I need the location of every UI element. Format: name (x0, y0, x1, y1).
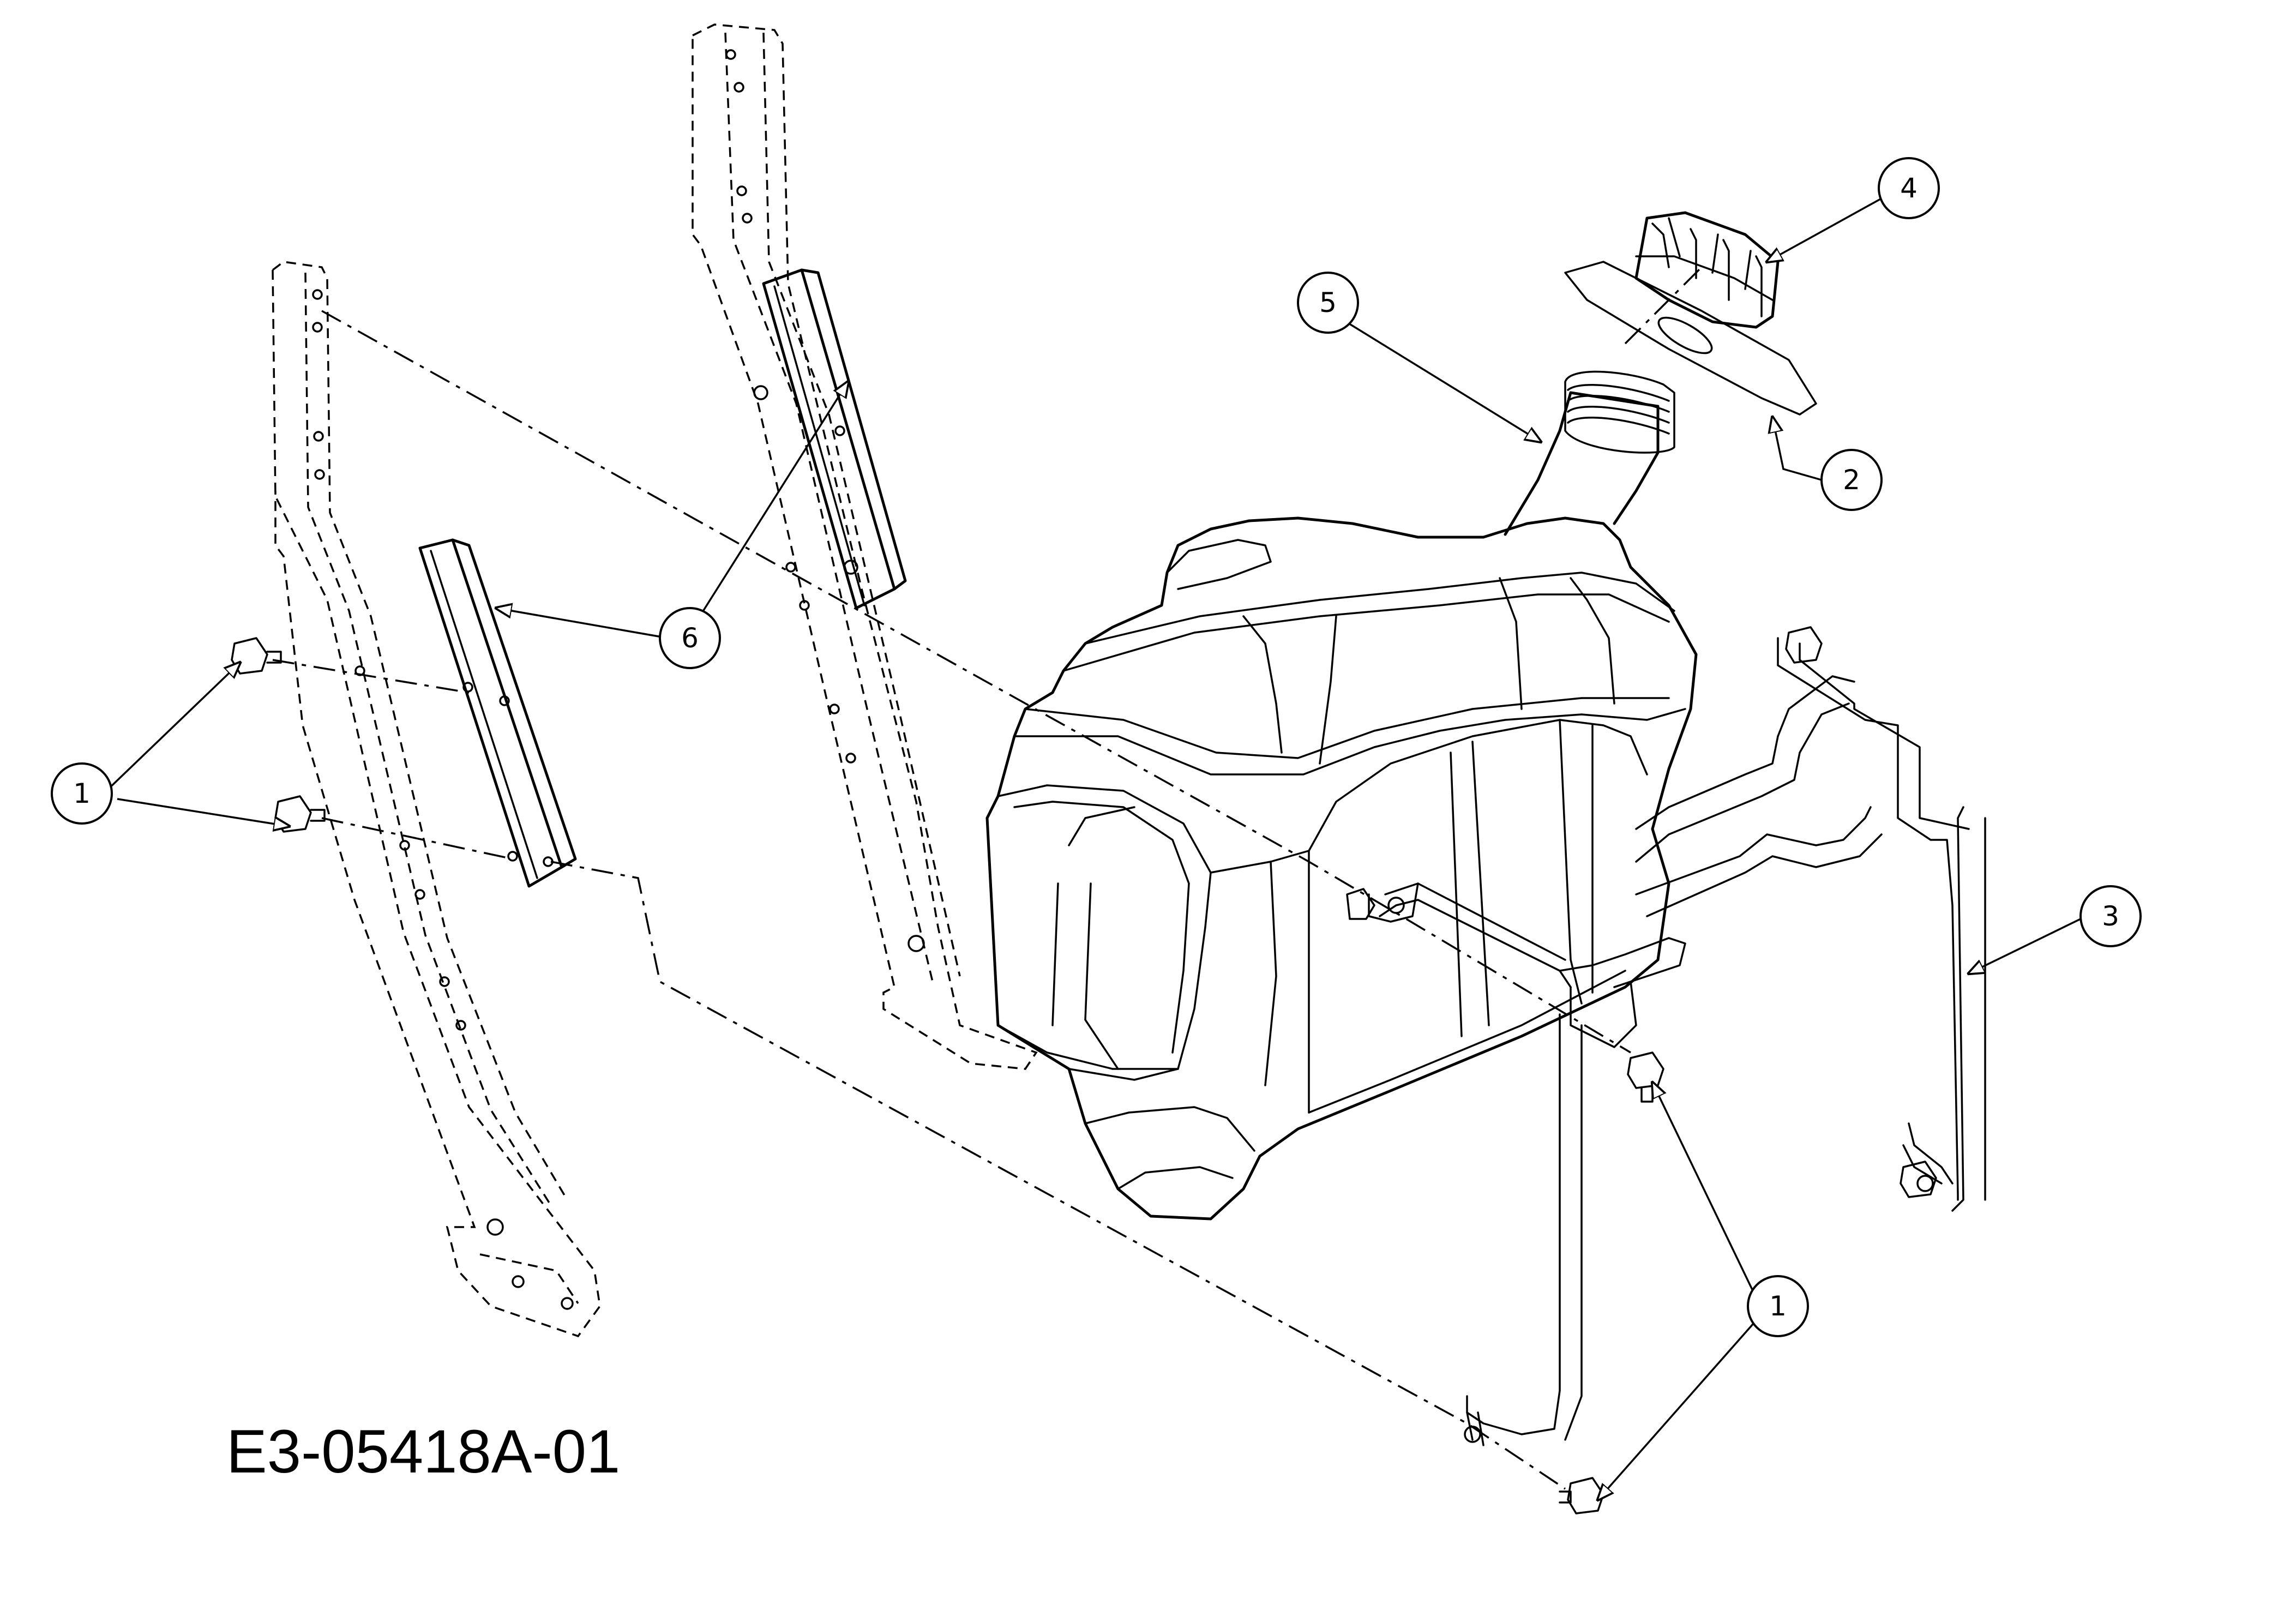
bolt-lower-left (274, 795, 326, 833)
fuel-cap (1634, 211, 1780, 329)
callout-4: 4 (1878, 157, 1940, 219)
bolt-bracket-right (1900, 1161, 1937, 1198)
bolt-bracket-top (1785, 626, 1823, 664)
drawing-code: E3-05418A-01 (226, 1417, 620, 1486)
bolt-bottom (1559, 1477, 1604, 1514)
right-frame-rail (692, 23, 1038, 1070)
svg-text:3: 3 (2102, 900, 2119, 932)
tank-support-bracket (1368, 637, 1986, 1446)
svg-text:5: 5 (1319, 287, 1337, 318)
svg-text:4: 4 (1900, 172, 1918, 204)
callout-1-right: 1 (1747, 1275, 1809, 1337)
leader-lines (103, 190, 2081, 1500)
rail-channel-right (762, 268, 907, 610)
rail-channel-left (418, 538, 577, 888)
callout-6: 6 (659, 607, 721, 669)
svg-text:2: 2 (1843, 464, 1860, 496)
callout-1-left: 1 (51, 762, 113, 825)
bolt-upper-left (231, 637, 282, 675)
svg-text:1: 1 (1769, 1290, 1787, 1322)
svg-text:6: 6 (681, 622, 699, 654)
callout-3: 3 (2079, 885, 2142, 947)
svg-text:1: 1 (73, 778, 91, 809)
left-frame-rail (272, 261, 601, 1338)
fuel-tank (985, 370, 1698, 1221)
bolt-bracket-mid (1346, 888, 1375, 920)
assembly-centerlines (272, 266, 1703, 1490)
gasket (1564, 261, 1817, 416)
callout-2: 2 (1820, 449, 1883, 511)
callout-5: 5 (1297, 272, 1359, 334)
